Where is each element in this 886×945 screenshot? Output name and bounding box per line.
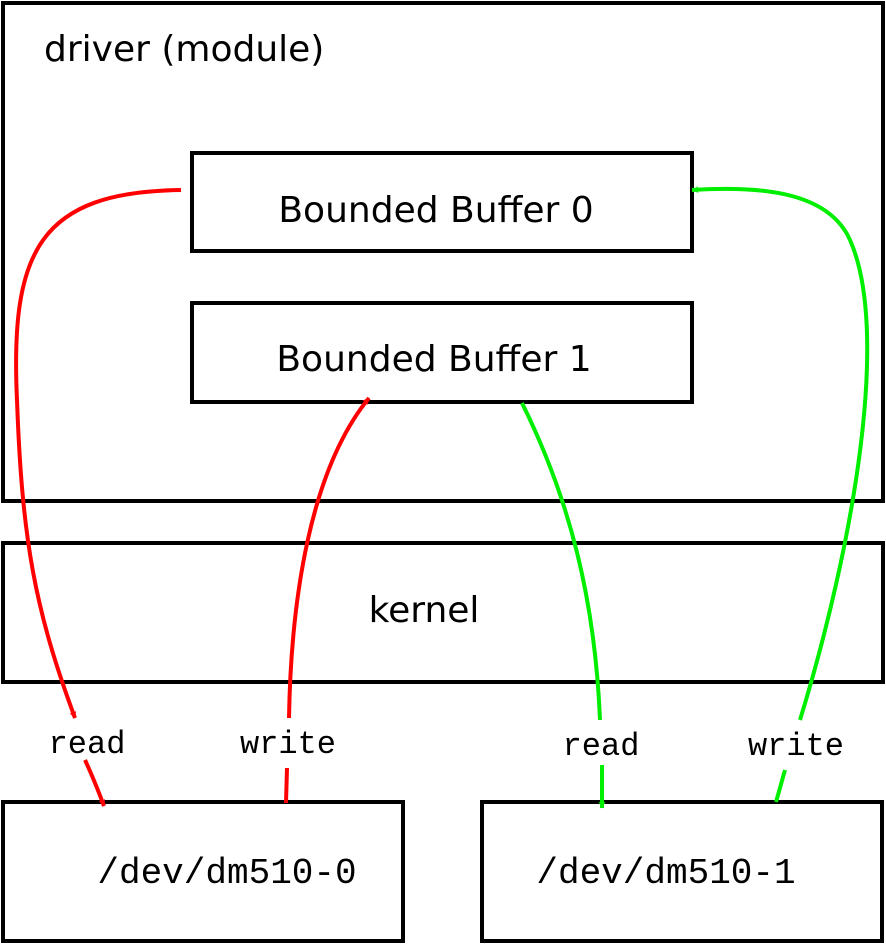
write-arrow-dev0	[284, 767, 289, 804]
write-label-dev0: write	[240, 726, 336, 763]
read-label-dev1: read	[563, 728, 640, 765]
write-arrow-dev0-upper	[287, 396, 371, 719]
bounded-buffer-1-label: Bounded Buffer 1	[276, 339, 591, 380]
device-dm510-0-label: /dev/dm510-0	[97, 853, 356, 894]
read-arrow-dev0-tail	[83, 759, 106, 807]
read-arrow-dev1	[520, 402, 602, 721]
write-label-dev1: write	[748, 728, 844, 765]
device-dm510-1: /dev/dm510-1	[480, 800, 884, 943]
device-dm510-1-label: /dev/dm510-1	[536, 853, 795, 894]
kernel-label: kernel	[369, 590, 480, 631]
driver-module-label: driver (module)	[44, 29, 324, 70]
read-label-dev0: read	[49, 726, 126, 763]
bounded-buffer-0-label: Bounded Buffer 0	[278, 190, 593, 231]
device-dm510-0: /dev/dm510-0	[1, 800, 405, 943]
read-arrow-dev0	[14, 188, 182, 719]
kernel-box: kernel	[1, 541, 885, 684]
write-arrow-dev1-upper	[691, 186, 870, 721]
bounded-buffer-0: Bounded Buffer 0	[190, 151, 694, 253]
write-arrow-dev1	[774, 769, 787, 803]
bounded-buffer-1: Bounded Buffer 1	[190, 301, 694, 404]
